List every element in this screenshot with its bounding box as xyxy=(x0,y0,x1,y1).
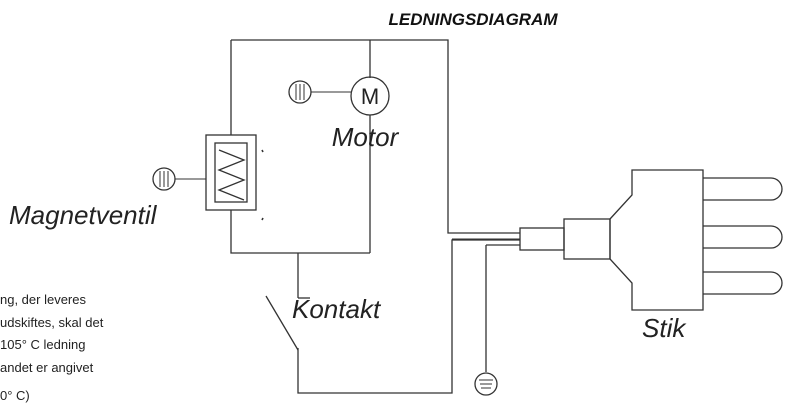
note-line-3: 105° C ledning xyxy=(0,337,85,352)
wire-frame-left xyxy=(230,39,370,254)
note-line-5: 0° C) xyxy=(0,388,30,403)
valve-coil-inner xyxy=(214,142,248,203)
motor-symbol: M xyxy=(361,84,379,109)
switch-label: Kontakt xyxy=(292,294,382,324)
valve-coil-outer xyxy=(205,134,257,211)
switch-lever xyxy=(265,295,299,351)
wire-bottom-return xyxy=(297,239,520,394)
plug-cable-sleeve xyxy=(519,227,565,251)
wire-ground xyxy=(485,244,520,372)
note-line-1: ng, der leveres xyxy=(0,292,86,307)
plug-pin-top xyxy=(703,177,783,201)
note-line-2: udskiftes, skal det xyxy=(0,315,104,330)
plug-neck xyxy=(563,218,611,260)
plug-pin-middle xyxy=(703,225,783,249)
valve-coil-zigzag xyxy=(217,149,246,201)
note-line-4: andet er angivet xyxy=(0,360,94,375)
ground-icon xyxy=(474,372,498,396)
motor-label: Motor xyxy=(332,122,400,152)
plug-pin-bottom xyxy=(703,271,783,295)
valve-label: Magnetventil xyxy=(9,200,158,230)
wire-right-main xyxy=(370,39,520,234)
plug-body xyxy=(609,169,704,311)
diagram-title: LEDNINGSDIAGRAM xyxy=(388,10,558,29)
motor-circle xyxy=(350,76,390,116)
plug-label: Stik xyxy=(642,313,687,343)
